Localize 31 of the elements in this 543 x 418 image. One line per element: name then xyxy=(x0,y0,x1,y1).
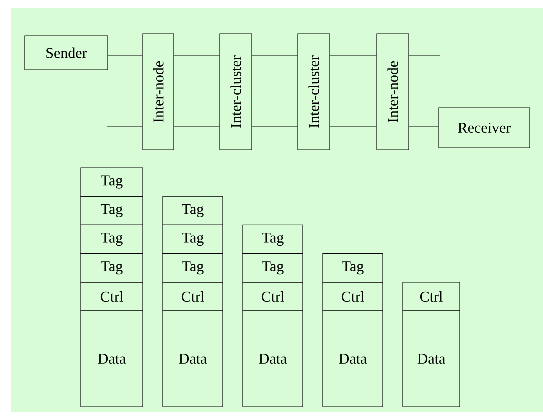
packet-field: Tag xyxy=(162,254,224,283)
packet-field: Tag xyxy=(80,196,144,226)
connector-line xyxy=(106,126,143,128)
connector-line xyxy=(174,126,220,128)
packet-field: Tag xyxy=(80,224,144,254)
packet-field: Data xyxy=(402,310,460,408)
packet-field: Data xyxy=(80,310,144,408)
connector-line xyxy=(252,126,298,128)
packet-field: Tag xyxy=(242,224,304,254)
switch-box: Inter-cluster xyxy=(220,34,252,150)
connector-line xyxy=(330,126,377,128)
sender-box: Sender xyxy=(24,36,108,70)
packet-field: Ctrl xyxy=(242,282,304,312)
packet-field: Data xyxy=(162,310,224,408)
packet-field: Data xyxy=(242,310,304,408)
packet-field: Ctrl xyxy=(402,282,460,312)
packet-field: Data xyxy=(322,310,384,408)
packet-field: Ctrl xyxy=(80,282,144,312)
switch-box: Inter-node xyxy=(376,34,410,150)
packet-field: Tag xyxy=(162,224,224,254)
switch-box: Inter-cluster xyxy=(298,34,330,150)
receiver-box: Receiver xyxy=(438,108,530,148)
packet-field: Tag xyxy=(80,254,144,283)
switch-box: Inter-node xyxy=(142,34,174,150)
packet-field: Tag xyxy=(242,254,304,283)
packet-field: Tag xyxy=(322,254,384,283)
packet-field: Tag xyxy=(80,168,144,197)
connector-line xyxy=(409,126,439,128)
packet-field: Tag xyxy=(162,196,224,226)
packet-field: Ctrl xyxy=(162,282,224,312)
packet-field: Ctrl xyxy=(322,282,384,312)
